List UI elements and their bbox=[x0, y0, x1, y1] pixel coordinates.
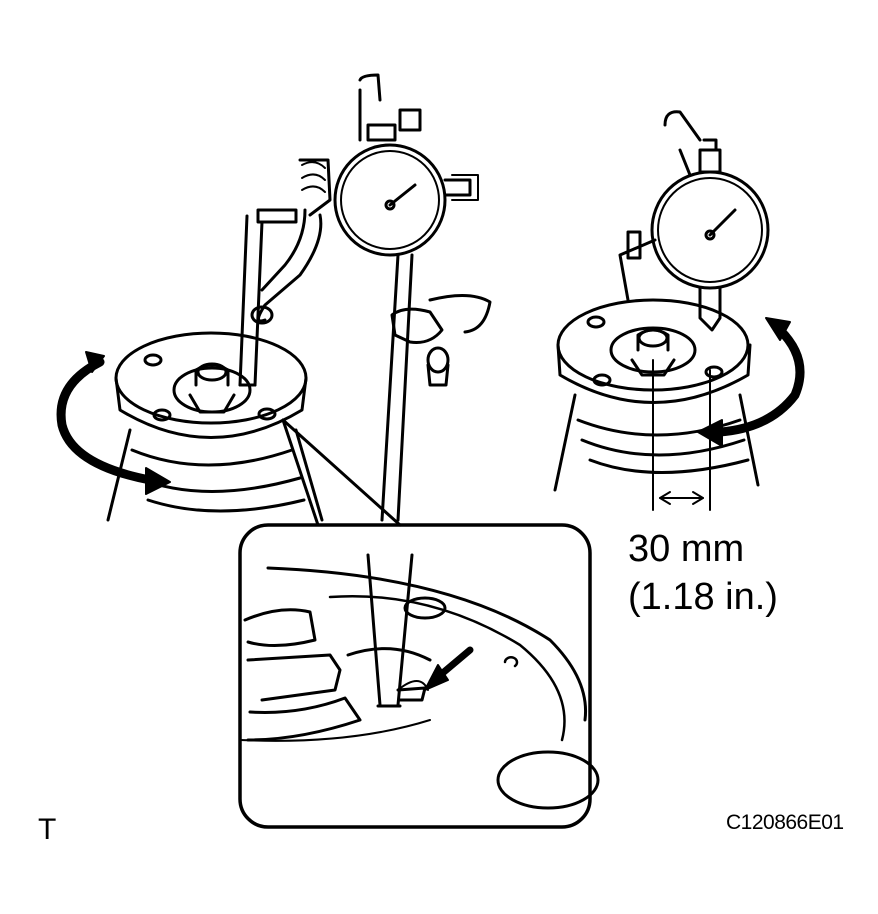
dimension-imperial-label: (1.18 in.) bbox=[628, 576, 778, 618]
left-strut-assembly bbox=[106, 331, 324, 522]
rotation-arrow-icon bbox=[697, 317, 805, 447]
dimension-marker bbox=[652, 359, 711, 511]
figure-code: C120866E01 bbox=[726, 811, 844, 834]
dial-indicator-icon bbox=[618, 110, 770, 332]
rotation-arrow-icon bbox=[56, 351, 171, 495]
dimension-metric-label: 30 mm bbox=[628, 528, 745, 570]
dial-indicator-icon bbox=[238, 143, 479, 387]
magnetic-stand-icon bbox=[358, 73, 492, 522]
corner-letter: T bbox=[38, 813, 57, 846]
pointer-arrow-icon bbox=[424, 646, 474, 691]
right-strut-assembly bbox=[553, 298, 760, 492]
detail-inset bbox=[238, 523, 600, 829]
